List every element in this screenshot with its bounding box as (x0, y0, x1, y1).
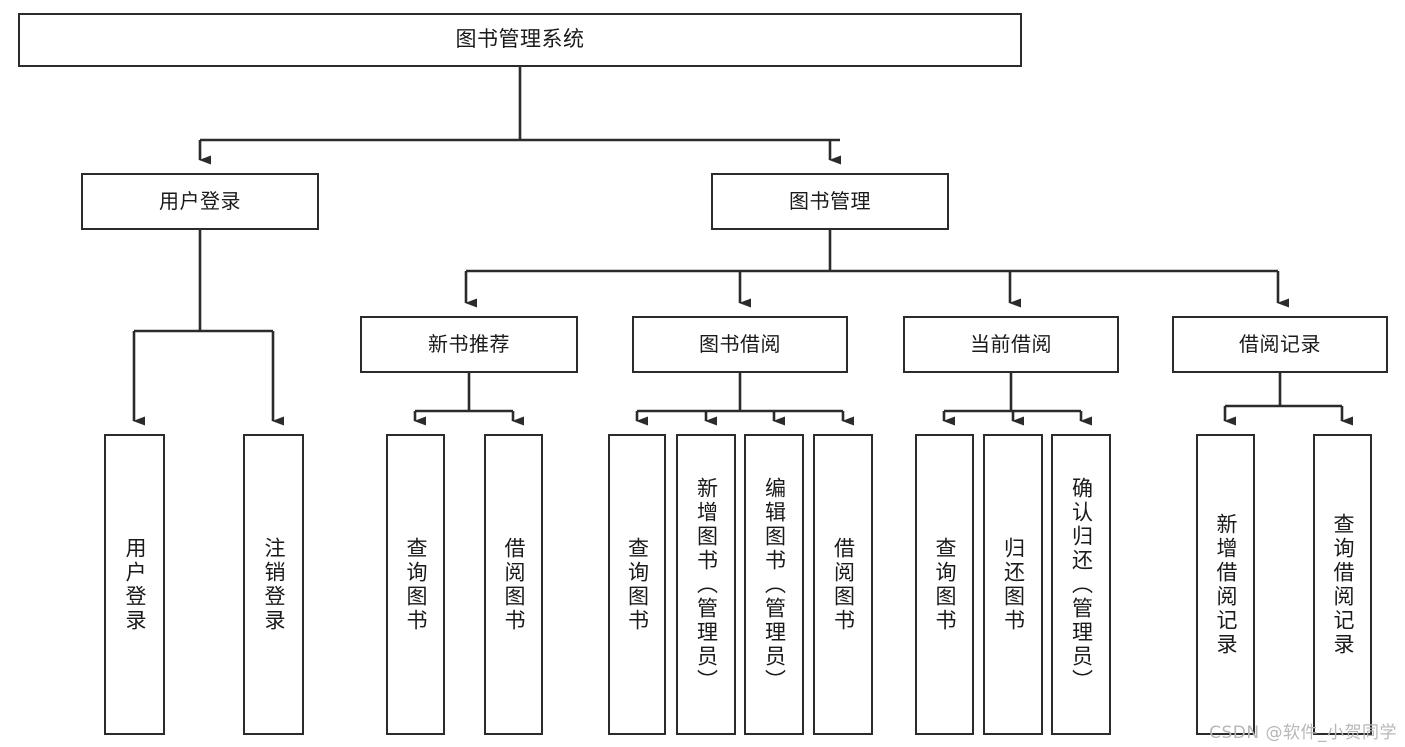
node-book-borrow[interactable]: 图书借阅 (632, 316, 848, 373)
leaf-book-borrow-2[interactable]: 新增图书（管理员） (676, 434, 736, 735)
node-new-book-recommend[interactable]: 新书推荐 (360, 316, 578, 373)
leaf-borrow-record-2[interactable]: 查询借阅记录 (1313, 434, 1372, 735)
leaf-user-login-2-label: 注销登录 (262, 536, 286, 633)
node-new-book-recommend-label: 新书推荐 (428, 332, 510, 357)
leaf-book-borrow-2-label: 新增图书（管理员） (694, 476, 719, 693)
node-root[interactable]: 图书管理系统 (18, 13, 1022, 67)
leaf-user-login-2[interactable]: 注销登录 (243, 434, 304, 735)
leaf-book-borrow-1[interactable]: 查询图书 (608, 434, 666, 735)
leaf-user-login-1-label: 用户登录 (123, 536, 147, 633)
leaf-new-book-rec-2-label: 借阅图书 (502, 536, 526, 633)
node-book-mgmt[interactable]: 图书管理 (711, 173, 949, 230)
leaf-borrow-record-1-label: 新增借阅记录 (1214, 512, 1238, 657)
leaf-user-login-1[interactable]: 用户登录 (104, 434, 165, 735)
leaf-current-borrow-2-label: 归还图书 (1001, 536, 1026, 633)
node-current-borrow[interactable]: 当前借阅 (903, 316, 1119, 373)
leaf-new-book-rec-2[interactable]: 借阅图书 (484, 434, 543, 735)
leaf-new-book-rec-1[interactable]: 查询图书 (386, 434, 445, 735)
leaf-borrow-record-1[interactable]: 新增借阅记录 (1196, 434, 1255, 735)
node-book-borrow-label: 图书借阅 (699, 332, 781, 357)
node-user-login-label: 用户登录 (159, 189, 241, 214)
leaf-current-borrow-1[interactable]: 查询图书 (915, 434, 974, 735)
leaf-new-book-rec-1-label: 查询图书 (404, 536, 428, 633)
leaf-current-borrow-2[interactable]: 归还图书 (983, 434, 1043, 735)
node-user-login[interactable]: 用户登录 (81, 173, 319, 230)
leaf-current-borrow-1-label: 查询图书 (933, 536, 957, 633)
leaf-current-borrow-3[interactable]: 确认归还（管理员） (1051, 434, 1111, 735)
leaf-borrow-record-2-label: 查询借阅记录 (1331, 512, 1355, 657)
watermark: CSDN @软件_小贺同学 (1209, 723, 1397, 743)
node-book-mgmt-label: 图书管理 (789, 189, 871, 214)
leaf-book-borrow-4[interactable]: 借阅图书 (813, 434, 873, 735)
node-root-label: 图书管理系统 (455, 27, 585, 52)
leaf-book-borrow-4-label: 借阅图书 (831, 536, 856, 633)
node-borrow-record[interactable]: 借阅记录 (1172, 316, 1388, 373)
leaf-book-borrow-3[interactable]: 编辑图书（管理员） (744, 434, 804, 735)
leaf-book-borrow-1-label: 查询图书 (625, 536, 650, 633)
node-borrow-record-label: 借阅记录 (1239, 332, 1321, 357)
leaf-book-borrow-3-label: 编辑图书（管理员） (762, 476, 787, 693)
node-current-borrow-label: 当前借阅 (970, 332, 1052, 357)
leaf-current-borrow-3-label: 确认归还（管理员） (1069, 476, 1094, 693)
